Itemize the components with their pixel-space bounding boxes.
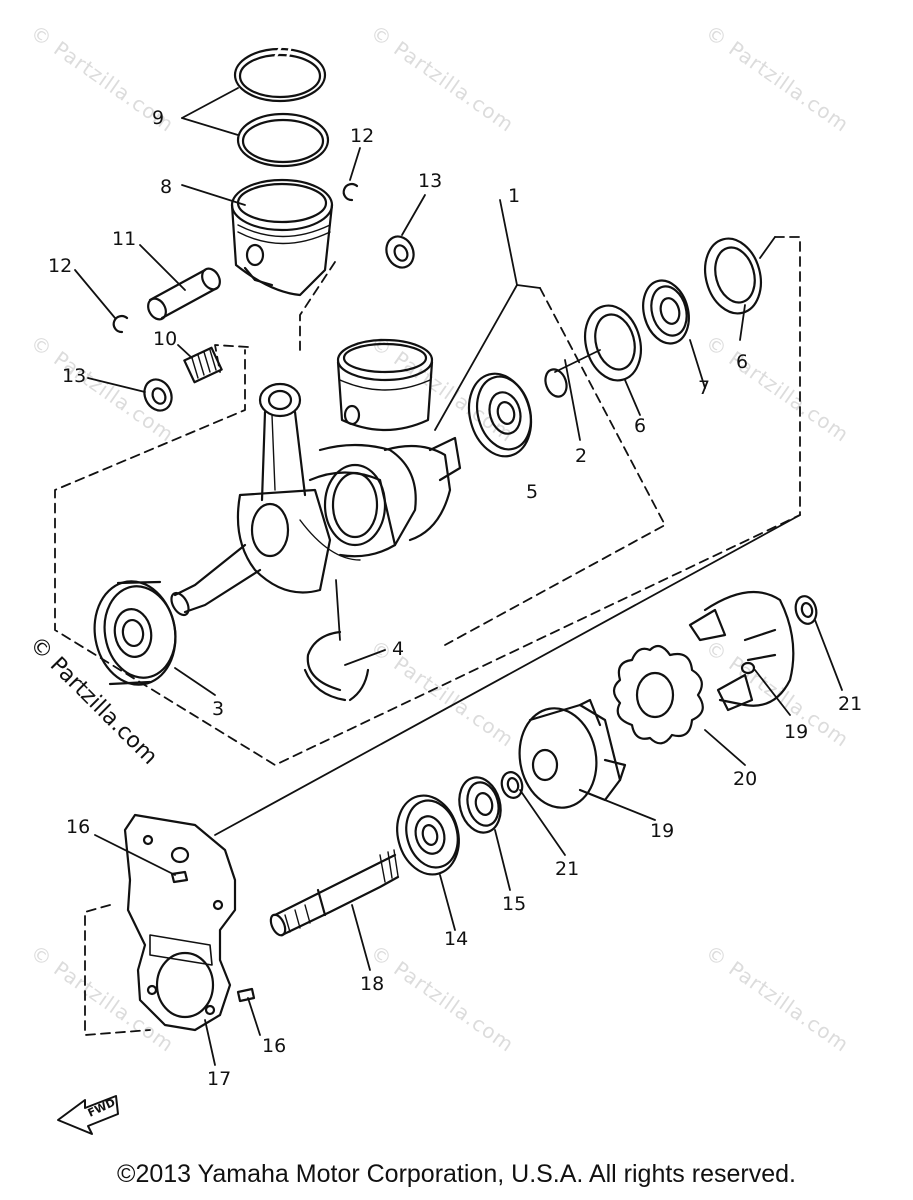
callout-9: 9 bbox=[152, 107, 164, 129]
seal-6-mid bbox=[584, 304, 642, 382]
coupling-lower bbox=[518, 698, 627, 809]
crankshaft-assembly bbox=[170, 338, 462, 617]
bearing-15 bbox=[458, 776, 502, 834]
fwd-arrow-icon: FWD bbox=[57, 1095, 119, 1135]
dowel-pin-lower bbox=[236, 987, 256, 1003]
callout-1: 1 bbox=[508, 185, 520, 207]
bearing-14 bbox=[396, 794, 460, 876]
bearing-3 bbox=[93, 580, 177, 686]
callout-6b: 6 bbox=[736, 351, 748, 373]
callout-4: 4 bbox=[392, 638, 404, 660]
callout-20: 20 bbox=[733, 768, 757, 790]
callout-12a: 12 bbox=[350, 125, 374, 147]
circlip-upper bbox=[342, 182, 359, 202]
piston-pin bbox=[147, 267, 221, 321]
callout-2: 2 bbox=[575, 445, 587, 467]
gasket bbox=[123, 813, 237, 1032]
callout-8: 8 bbox=[160, 176, 172, 198]
callout-11: 11 bbox=[112, 228, 136, 250]
snap-ring bbox=[303, 630, 347, 702]
callout-10: 10 bbox=[153, 328, 177, 350]
callout-12b: 12 bbox=[48, 255, 72, 277]
callout-16a: 16 bbox=[66, 816, 90, 838]
seal-lower bbox=[143, 378, 173, 412]
bearing-5 bbox=[467, 372, 533, 458]
seal-21-upper bbox=[794, 595, 818, 625]
piston-rings bbox=[233, 46, 330, 168]
callout-5: 5 bbox=[526, 481, 538, 503]
snap-ring-end bbox=[348, 668, 370, 702]
callout-19a: 19 bbox=[784, 721, 808, 743]
circlip-lower bbox=[112, 314, 129, 334]
piston bbox=[230, 178, 334, 297]
driveshaft bbox=[269, 849, 400, 937]
dowel-pin-upper bbox=[170, 870, 189, 884]
bearing-7 bbox=[642, 279, 690, 345]
assembly-boundary-gasket bbox=[84, 904, 151, 1036]
callout-21b: 21 bbox=[555, 858, 579, 880]
damper bbox=[612, 644, 704, 745]
callout-13a: 13 bbox=[418, 170, 442, 192]
assembly-boundary-crank-inner bbox=[299, 261, 666, 646]
coupling-upper bbox=[688, 590, 795, 712]
copyright-notice: ©2013 Yamaha Motor Corporation, U.S.A. A… bbox=[117, 1160, 796, 1188]
callout-16b: 16 bbox=[262, 1035, 286, 1057]
leader-lines bbox=[74, 87, 843, 1066]
seal-21-lower bbox=[500, 771, 524, 799]
callout-17: 17 bbox=[207, 1068, 231, 1090]
callout-15: 15 bbox=[502, 893, 526, 915]
seal-upper bbox=[385, 235, 415, 269]
needle-bearing bbox=[183, 346, 223, 384]
callout-3: 3 bbox=[212, 698, 224, 720]
callout-14: 14 bbox=[444, 928, 468, 950]
callout-21a: 21 bbox=[838, 693, 862, 715]
seal-6-right bbox=[704, 237, 762, 315]
circlip-2 bbox=[544, 368, 568, 398]
callout-19b: 19 bbox=[650, 820, 674, 842]
callout-6a: 6 bbox=[634, 415, 646, 437]
callout-13b: 13 bbox=[62, 365, 86, 387]
callout-7: 7 bbox=[698, 377, 710, 399]
callout-18: 18 bbox=[360, 973, 384, 995]
